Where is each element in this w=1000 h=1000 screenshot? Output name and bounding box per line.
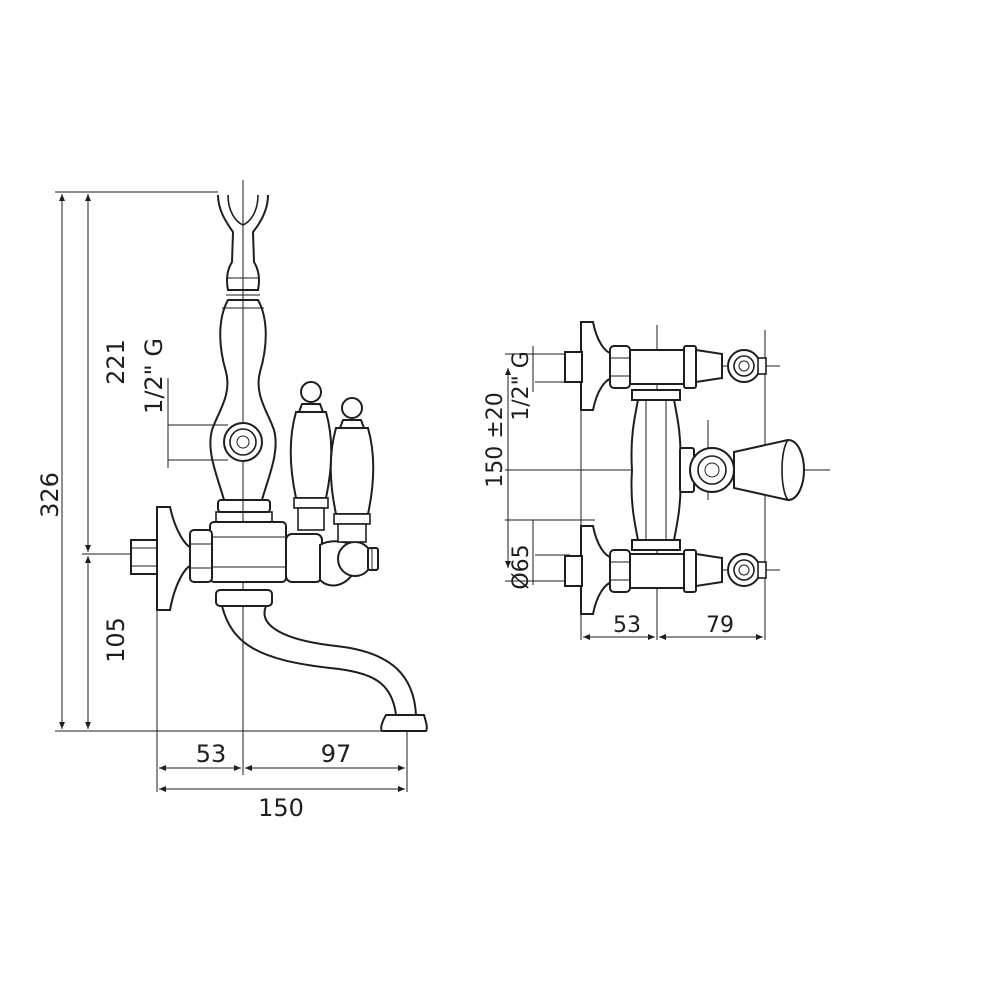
dim-wall-to-axis-label: 53 (613, 613, 641, 638)
dim-inlet-thread-label: 1/2" G (509, 351, 534, 421)
dim-flange-diameter-label: Ø65 (509, 544, 534, 589)
wall-flange (130, 506, 213, 611)
lower-inlet (564, 525, 767, 615)
upper-inlet (564, 321, 767, 411)
spout (215, 589, 428, 732)
shower-outlet (223, 422, 263, 462)
dim-axis-to-spout-label: 97 (321, 740, 352, 768)
riser-column (209, 299, 277, 523)
dim-total-height-label: 326 (36, 472, 64, 518)
side-riser (630, 389, 682, 551)
handle-left (289, 381, 333, 531)
diverter-knob (285, 533, 379, 587)
dim-flange-diameter: Ø65 (509, 520, 534, 590)
dim-total-height: 326 (36, 194, 65, 729)
shower-hook (217, 194, 269, 296)
dim-horizontal-upper: 53 97 (159, 740, 405, 771)
mixer-body (209, 521, 287, 583)
dim-lower-height: 105 (85, 556, 130, 729)
front-view: 326 221 105 1/2" G 53 97 150 (36, 180, 428, 822)
dim-lower-height-label: 105 (102, 617, 130, 663)
side-diverter (679, 438, 806, 502)
side-view: 150 ±20 1/2" G Ø65 53 79 (483, 321, 830, 640)
dim-inlet-spacing: 150 ±20 (483, 368, 511, 568)
dim-axis-to-handle-label: 79 (706, 613, 734, 638)
dim-shower-connection: 1/2" G (140, 338, 228, 468)
dim-total-width: 150 (159, 786, 405, 822)
dim-inlet-thread: 1/2" G (509, 346, 534, 421)
dim-upper-height-label: 221 (102, 339, 130, 385)
dim-side-horizontal: 53 79 (583, 613, 763, 640)
dim-upper-height: 221 (85, 194, 130, 552)
dim-inlet-to-axis-label: 53 (196, 740, 227, 768)
handle-right (329, 397, 375, 543)
front-extension-lines (55, 180, 408, 792)
dim-shower-connection-label: 1/2" G (140, 338, 168, 414)
dim-total-width-label: 150 (258, 794, 304, 822)
dim-inlet-spacing-label: 150 ±20 (483, 392, 508, 487)
